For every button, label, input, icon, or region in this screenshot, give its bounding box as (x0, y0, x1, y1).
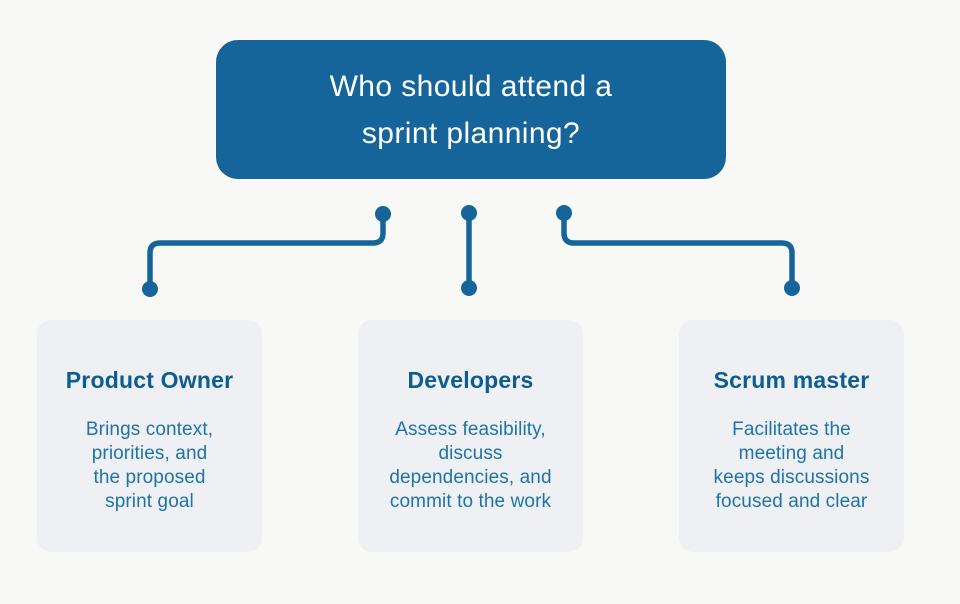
connector-middle (461, 205, 477, 296)
title-box: Who should attend a sprint planning? (216, 40, 726, 179)
card-body: Facilitates the meeting and keeps discus… (713, 419, 870, 512)
connector-left (142, 206, 391, 297)
diagram-title: Who should attend a sprint planning? (329, 69, 613, 150)
card-developers: Developers Assess feasibility, discuss d… (358, 320, 583, 552)
card-body: Brings context, priorities, and the prop… (85, 419, 214, 512)
connector-right (556, 205, 800, 296)
card-product-owner: Product Owner Brings context, priorities… (37, 320, 262, 552)
card-heading: Scrum master (713, 367, 870, 393)
card-heading: Product Owner (65, 367, 234, 393)
card-body: Assess feasibility, discuss dependencies… (389, 419, 552, 512)
card-heading: Developers (407, 367, 534, 393)
card-scrum-master: Scrum master Facilitates the meeting and… (679, 320, 904, 552)
